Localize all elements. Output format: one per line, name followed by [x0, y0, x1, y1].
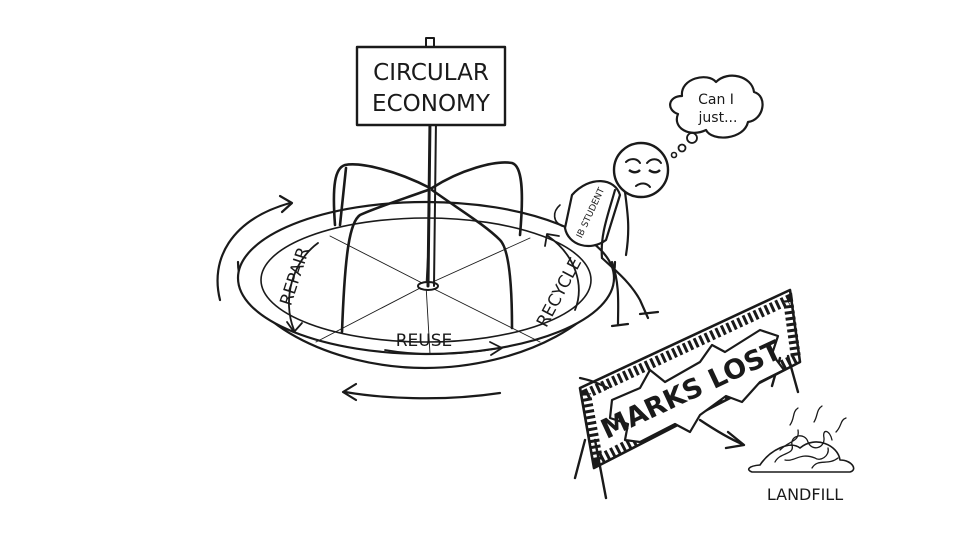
landfill-pile [747, 441, 855, 473]
foot [610, 322, 630, 328]
thought-dot [670, 151, 678, 159]
landfill: LANDFILL [747, 405, 855, 504]
sign-line-1: CIRCULAR [373, 60, 489, 86]
marks-lost-barrier: MARKS LOST [573, 288, 802, 500]
centre-pole [426, 118, 432, 288]
arrowhead [724, 430, 746, 450]
arrowhead [278, 194, 294, 214]
centre-pole-edge [433, 119, 437, 287]
leg-lower [610, 260, 620, 327]
torso [600, 188, 617, 260]
thought-dot [686, 132, 698, 144]
thought-dot [677, 143, 687, 153]
frown [635, 182, 651, 188]
barrier-board [578, 288, 802, 470]
stink-lines [789, 405, 847, 433]
eye-left [625, 158, 641, 164]
barrier-leg-left [573, 438, 608, 500]
arrow-to-landfill [698, 418, 744, 446]
arrowhead [341, 382, 358, 402]
arrowhead [489, 341, 503, 356]
repair-arrow [288, 242, 319, 331]
arrowhead [286, 321, 303, 333]
arm [623, 190, 630, 257]
handle-bars [332, 161, 524, 334]
eye-bag-left [628, 168, 641, 174]
sign-line-2: ECONOMY [372, 91, 491, 117]
thought-bubble [669, 74, 764, 139]
reuse-arrow [384, 347, 501, 355]
backpack [563, 180, 622, 248]
eye-bag-right [648, 168, 661, 174]
student-head [612, 141, 670, 199]
backpack-strap [553, 204, 563, 227]
leg-upper [600, 256, 650, 320]
thought-line-1: Can I [698, 92, 734, 108]
ib-student: IB STUDENT Can I just... [553, 74, 764, 328]
barrier-burst [608, 328, 786, 444]
foot [638, 310, 660, 316]
merry-go-round: CIRCULAR ECONOMY REPAIR REUSE RECYCLE [216, 37, 617, 402]
arrowhead [544, 233, 560, 247]
recycle-arrow [547, 235, 580, 311]
landfill-label: LANDFILL [767, 485, 843, 504]
label-reuse: REUSE [396, 331, 453, 351]
rotation-arrow-bottom [343, 390, 502, 400]
platform-inner-ring [260, 217, 592, 343]
thought-line-2: just... [698, 110, 738, 126]
rotation-arrow-left [216, 201, 292, 302]
eye-right [646, 158, 662, 164]
trash-scribbles [774, 429, 839, 469]
circular-economy-sign [355, 45, 507, 127]
